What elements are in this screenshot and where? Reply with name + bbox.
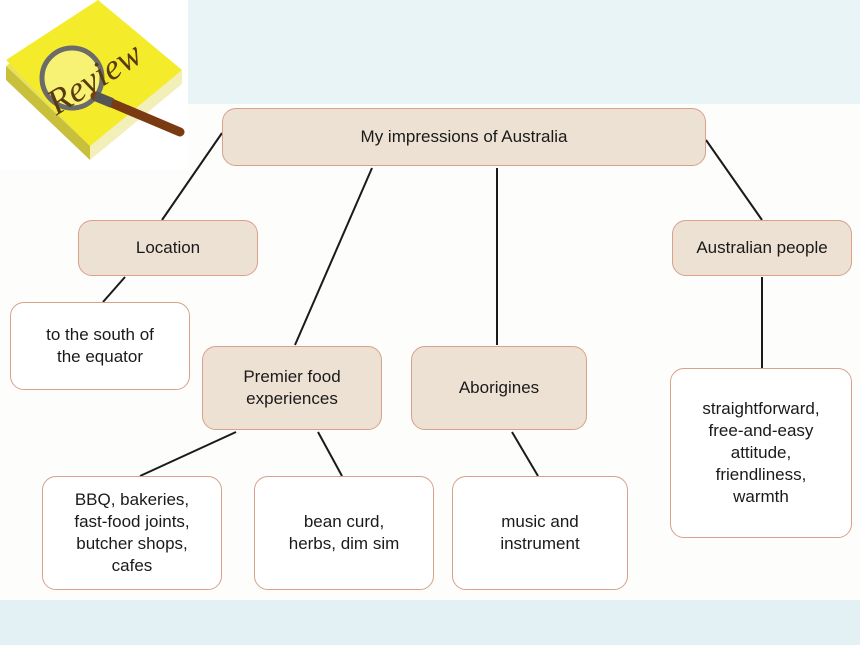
aborigines-node: Aborigines <box>411 346 587 430</box>
food-detail-node-1: BBQ, bakeries, fast-food joints, butcher… <box>42 476 222 590</box>
review-logo: Review <box>0 0 188 170</box>
food-node: Premier food experiences <box>202 346 382 430</box>
review-book-icon: Review <box>6 0 185 160</box>
aborigines-detail-label: music and instrument <box>500 512 580 553</box>
aborigines-detail-node: music and instrument <box>452 476 628 590</box>
people-detail-label: straightforward, free-and-easy attitude,… <box>702 399 820 506</box>
people-detail-node: straightforward, free-and-easy attitude,… <box>670 368 852 538</box>
food-node-label: Premier food experiences <box>243 367 341 408</box>
location-node-label: Location <box>135 238 201 257</box>
food-detail-label-2: bean curd, herbs, dim sim <box>288 512 400 553</box>
food-detail-node-2: bean curd, herbs, dim sim <box>254 476 434 590</box>
location-detail-label: to the south of the equator <box>46 325 154 366</box>
root-node: My impressions of Australia <box>222 108 706 166</box>
location-detail-node: to the south of the equator <box>10 302 190 390</box>
aborigines-node-label: Aborigines <box>458 378 540 397</box>
people-node: Australian people <box>672 220 852 276</box>
food-detail-label-1: BBQ, bakeries, fast-food joints, butcher… <box>74 490 190 575</box>
location-node: Location <box>78 220 258 276</box>
root-node-label: My impressions of Australia <box>360 127 568 146</box>
people-node-label: Australian people <box>696 238 828 257</box>
bottom-band <box>0 600 860 645</box>
